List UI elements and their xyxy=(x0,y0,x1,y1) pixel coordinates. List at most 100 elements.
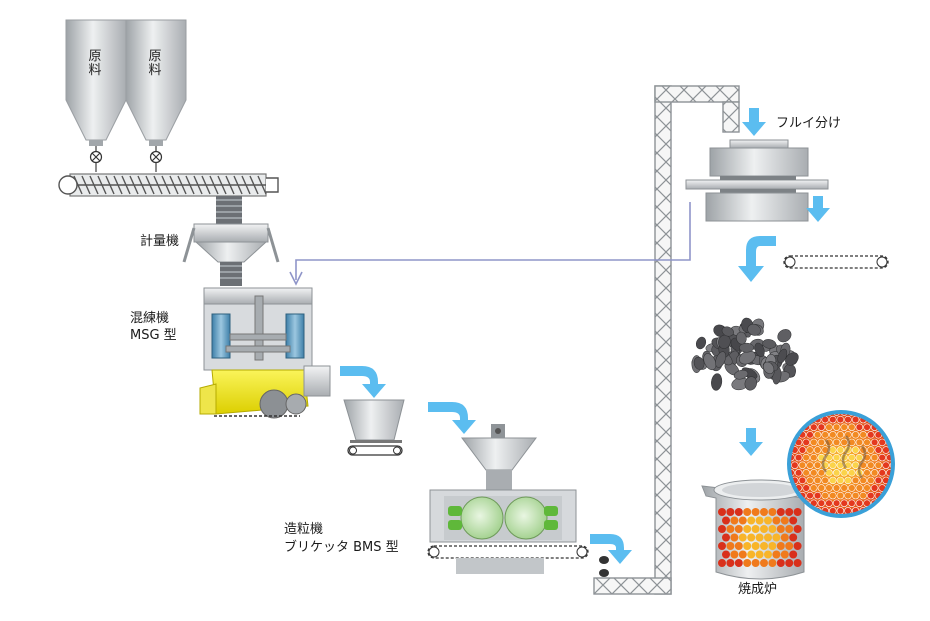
fired-briquette xyxy=(806,491,814,500)
fired-briquette xyxy=(874,461,883,469)
fired-briquette xyxy=(848,423,856,431)
fired-briquette xyxy=(798,476,807,485)
fired-briquette xyxy=(760,542,768,550)
fired-briquette xyxy=(810,412,818,416)
fired-briquette xyxy=(768,525,777,533)
screw-conveyor xyxy=(58,173,279,197)
fired-briquette xyxy=(734,525,743,533)
fired-briquette xyxy=(836,431,845,439)
fired-briquette xyxy=(764,533,772,542)
weigher xyxy=(182,196,280,286)
fired-briquette xyxy=(836,446,845,454)
belt-conveyor xyxy=(347,445,403,456)
fired-briquette xyxy=(794,412,803,416)
fired-briquette xyxy=(764,550,772,559)
fired-briquette xyxy=(844,415,852,424)
briquetter-label-line2: ブリケッタ BMS 型 xyxy=(284,540,399,555)
fired-briquette xyxy=(798,415,807,424)
fired-briquette xyxy=(878,469,886,477)
fired-briquette xyxy=(886,412,893,416)
fired-briquette xyxy=(813,476,822,485)
silo-label-2: 原料 xyxy=(148,49,162,78)
fired-briquette xyxy=(718,559,726,567)
fired-briquette xyxy=(829,491,837,500)
fired-briquette xyxy=(751,542,760,550)
fired-briquette xyxy=(768,559,777,567)
fired-briquette xyxy=(870,412,879,416)
fired-briquette xyxy=(798,461,807,469)
fired-briquette xyxy=(760,525,768,533)
fired-briquette xyxy=(855,499,864,507)
fired-briquette xyxy=(817,484,826,492)
fired-briquette xyxy=(755,516,764,525)
fired-briquette xyxy=(825,423,833,431)
fired-briquette xyxy=(798,446,807,454)
fired-briquette xyxy=(776,542,785,550)
fired-briquette xyxy=(878,453,886,462)
fired-briquette xyxy=(829,431,837,439)
fired-briquette xyxy=(874,446,883,454)
briquette xyxy=(721,326,734,337)
fired-briquette xyxy=(726,542,735,550)
fired-briquette xyxy=(738,550,747,559)
fired-briquette xyxy=(813,446,822,454)
fired-briquette xyxy=(806,431,814,439)
fired-briquette xyxy=(874,476,883,485)
fired-briquette xyxy=(760,559,768,567)
fired-briquette xyxy=(802,484,810,492)
flow-arrow-icon xyxy=(806,196,830,222)
fired-briquette xyxy=(867,461,875,469)
fired-briquette xyxy=(832,438,841,447)
briquette xyxy=(693,356,705,370)
fired-briquette xyxy=(772,533,781,542)
fired-briquette xyxy=(730,516,739,525)
fired-briquette xyxy=(863,484,871,492)
fired-briquette xyxy=(743,508,752,516)
fired-briquette xyxy=(870,453,879,462)
fired-briquette xyxy=(867,491,875,500)
briquette xyxy=(785,352,799,366)
sieve-label: フルイ分け xyxy=(776,116,842,131)
fired-briquette xyxy=(806,446,814,454)
fired-briquette xyxy=(886,499,893,507)
fired-briquette xyxy=(840,469,848,477)
fired-briquette xyxy=(832,484,841,492)
fired-briquette xyxy=(863,423,871,431)
fired-briquette xyxy=(743,525,752,533)
briquette xyxy=(747,323,761,336)
fired-briquette xyxy=(806,476,814,485)
fired-briquette xyxy=(789,550,798,559)
fired-briquette xyxy=(836,415,845,424)
fired-briquette xyxy=(730,533,739,542)
fired-briquette xyxy=(825,469,833,477)
briquetter-bms xyxy=(427,424,609,577)
flow-arrow-icon xyxy=(739,428,763,456)
fired-briquette xyxy=(722,516,730,525)
briquette xyxy=(739,342,755,353)
fired-briquette xyxy=(785,525,794,533)
fired-briquette xyxy=(793,559,802,567)
fired-briquette xyxy=(863,499,871,507)
belt-conveyor xyxy=(783,255,889,269)
fired-briquette xyxy=(821,491,829,500)
fired-briquette xyxy=(836,476,845,485)
fired-briquette xyxy=(859,431,867,439)
fired-briquette xyxy=(836,491,845,500)
fired-briquette xyxy=(738,516,747,525)
fired-briquette xyxy=(851,431,860,439)
fired-briquette xyxy=(768,542,777,550)
fired-briquette xyxy=(855,484,864,492)
briquette xyxy=(763,361,775,375)
fired-briquette xyxy=(734,542,743,550)
fired-briquette xyxy=(760,508,768,516)
furnace xyxy=(701,479,807,580)
fired-briquette xyxy=(813,491,822,500)
fired-briquette xyxy=(870,469,879,477)
fired-briquette xyxy=(817,469,826,477)
fired-briquette xyxy=(874,507,883,515)
fired-briquette xyxy=(867,476,875,485)
fired-briquette xyxy=(785,559,794,567)
briquette xyxy=(777,329,792,343)
fired-briquette xyxy=(878,412,886,416)
